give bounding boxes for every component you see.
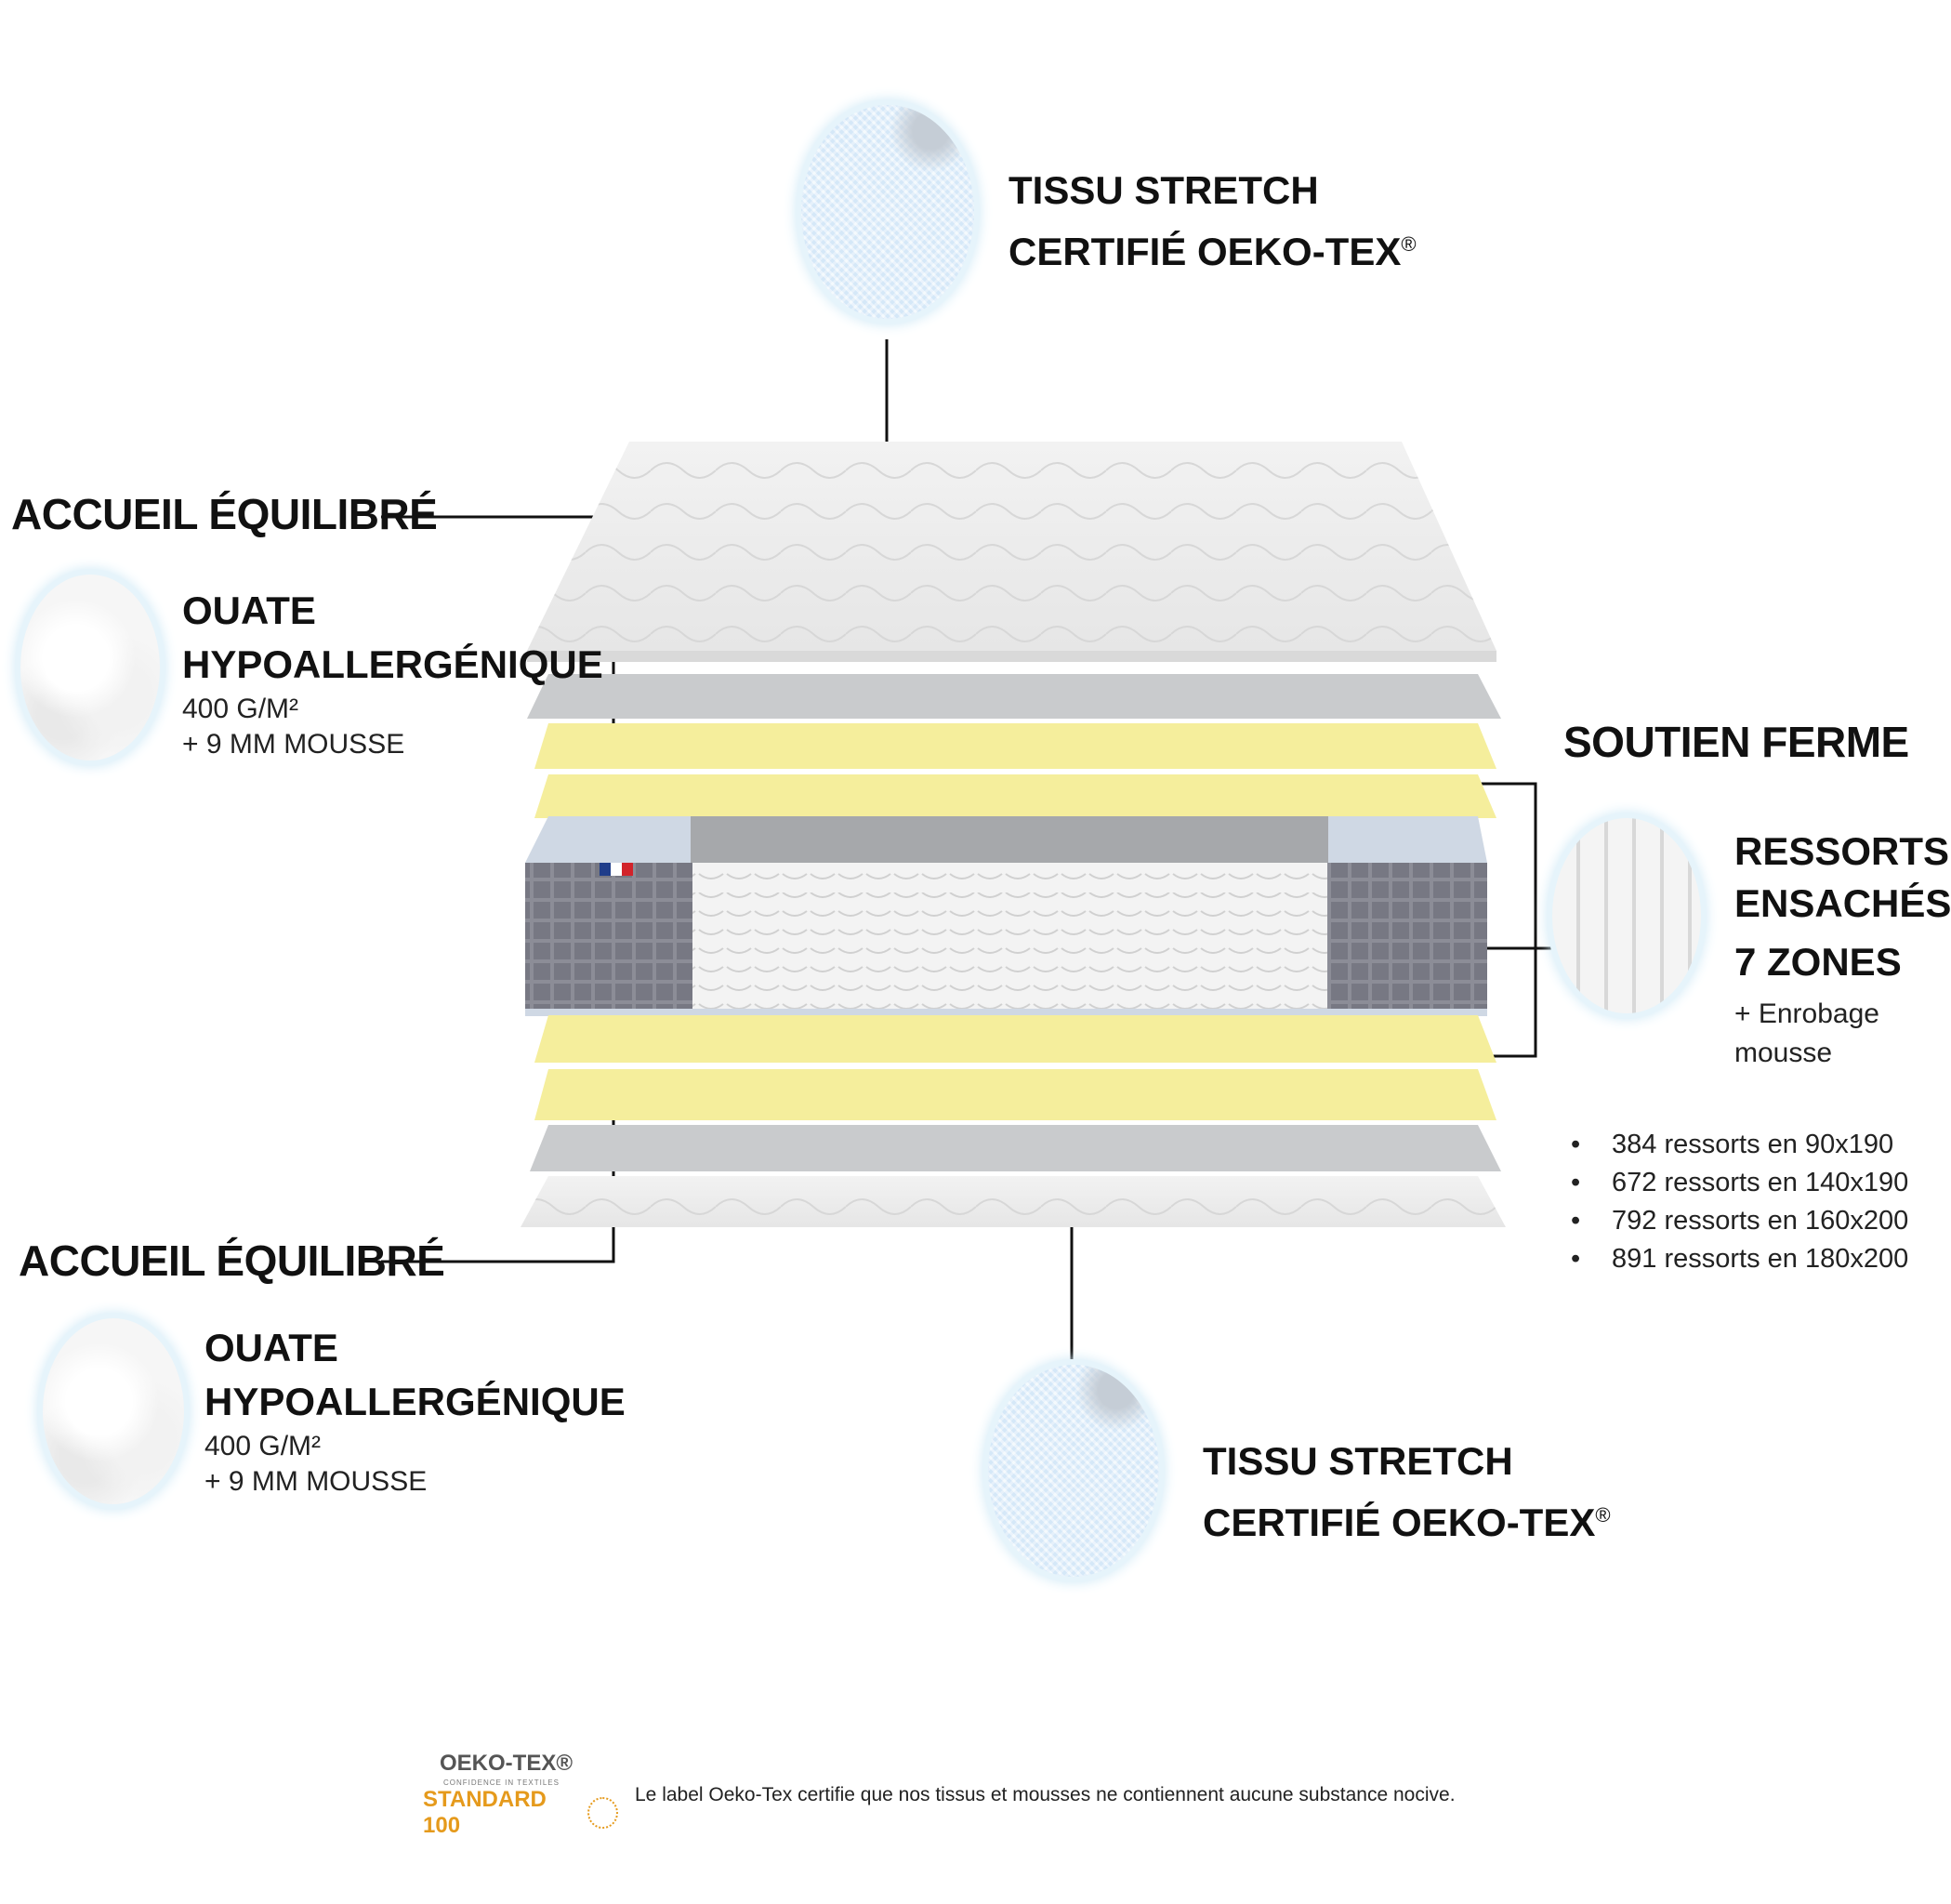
upper-comfort-weight: 400 G/M² xyxy=(182,694,299,724)
oeko-tex-logo: OEKO-TEX® CONFIDENCE IN TEXTILES STANDAR… xyxy=(423,1751,618,1839)
support-detail: RESSORTS ENSACHÉS 7 ZONES + Enrobage mou… xyxy=(1734,826,1951,1073)
spring-count-item: 891 ressorts en 180x200 xyxy=(1571,1240,1908,1278)
support-coating-line2: mousse xyxy=(1734,1038,1833,1068)
spring-count-item: 384 ressorts en 90x190 xyxy=(1571,1126,1908,1164)
bottom-fabric-label: TISSU STRETCH CERTIFIÉ OEKO-TEX® xyxy=(1203,1435,1611,1550)
upper-grey-layer xyxy=(527,674,1501,719)
support-title-line2: ENSACHÉS xyxy=(1734,881,1951,925)
lower-comfort-title-line2: HYPOALLERGÉNIQUE xyxy=(204,1380,626,1423)
support-title-line1: RESSORTS xyxy=(1734,829,1950,873)
spring-count-item: 792 ressorts en 160x200 xyxy=(1571,1202,1908,1240)
lower-comfort-weight: 400 G/M² xyxy=(204,1431,322,1461)
support-title-line3: 7 ZONES xyxy=(1734,940,1902,984)
registered-mark: ® xyxy=(1401,232,1417,256)
upper-yellow-foam-2 xyxy=(534,774,1496,818)
top-fabric-swatch xyxy=(801,105,974,319)
support-coating-line1: + Enrobage xyxy=(1734,998,1879,1029)
lower-grey-layer xyxy=(530,1125,1501,1171)
registered-mark: ® xyxy=(1595,1503,1611,1527)
lower-comfort-heading: ACCUEIL ÉQUILIBRÉ xyxy=(19,1236,445,1285)
upper-yellow-foam-1 xyxy=(534,723,1496,769)
lower-yellow-foam-1 xyxy=(534,1015,1496,1063)
pocket-springs-swatch xyxy=(1552,818,1701,1013)
top-fabric-line2-row: CERTIFIÉ OEKO-TEX® xyxy=(1008,218,1417,279)
bottom-fabric-swatch xyxy=(988,1365,1159,1577)
lower-cotton-swatch xyxy=(43,1318,184,1504)
bottom-fabric-line1: TISSU STRETCH xyxy=(1203,1439,1513,1483)
top-fabric-label: TISSU STRETCH CERTIFIÉ OEKO-TEX® xyxy=(1008,164,1417,279)
mattress-exploded-view xyxy=(521,442,1506,1227)
support-heading: SOUTIEN FERME xyxy=(1563,718,1909,766)
upper-cotton-swatch xyxy=(20,575,160,760)
spring-count-item: 672 ressorts en 140x190 xyxy=(1571,1164,1908,1202)
upper-comfort-heading: ACCUEIL ÉQUILIBRÉ xyxy=(11,490,438,538)
top-quilted-panel xyxy=(527,442,1496,662)
oeko-tex-seal-icon xyxy=(587,1797,618,1829)
oeko-tex-standard-row: STANDARD 100 xyxy=(423,1787,618,1839)
top-fabric-line1: TISSU STRETCH xyxy=(1008,168,1319,212)
bottom-fabric-line2: CERTIFIÉ OEKO-TEX xyxy=(1203,1501,1596,1544)
upper-comfort-title-line2: HYPOALLERGÉNIQUE xyxy=(182,642,603,686)
lower-comfort-detail: OUATE HYPOALLERGÉNIQUE 400 G/M² + 9 MM M… xyxy=(204,1321,626,1500)
upper-comfort-title-line1: OUATE xyxy=(182,588,316,632)
oeko-tex-standard: STANDARD 100 xyxy=(423,1787,547,1838)
certification-note: Le label Oeko-Tex certifie que nos tissu… xyxy=(635,1784,1456,1805)
bottom-fabric-line2-row: CERTIFIÉ OEKO-TEX® xyxy=(1203,1488,1611,1550)
lower-comfort-title-line1: OUATE xyxy=(204,1326,338,1369)
oeko-tex-logo-tagline: CONFIDENCE IN TEXTILES xyxy=(443,1778,560,1787)
top-fabric-line2: CERTIFIÉ OEKO-TEX xyxy=(1008,230,1402,273)
upper-comfort-detail: OUATE HYPOALLERGÉNIQUE 400 G/M² + 9 MM M… xyxy=(182,584,603,762)
spring-core xyxy=(525,816,1487,1016)
spring-count-list: 384 ressorts en 90x190 672 ressorts en 1… xyxy=(1571,1126,1908,1278)
oeko-tex-logo-title: OEKO-TEX® xyxy=(440,1751,573,1776)
lower-yellow-foam-2 xyxy=(534,1069,1496,1120)
upper-comfort-foam: + 9 MM MOUSSE xyxy=(182,729,405,760)
lower-comfort-foam: + 9 MM MOUSSE xyxy=(204,1466,428,1497)
bottom-quilted-panel xyxy=(521,1176,1506,1227)
